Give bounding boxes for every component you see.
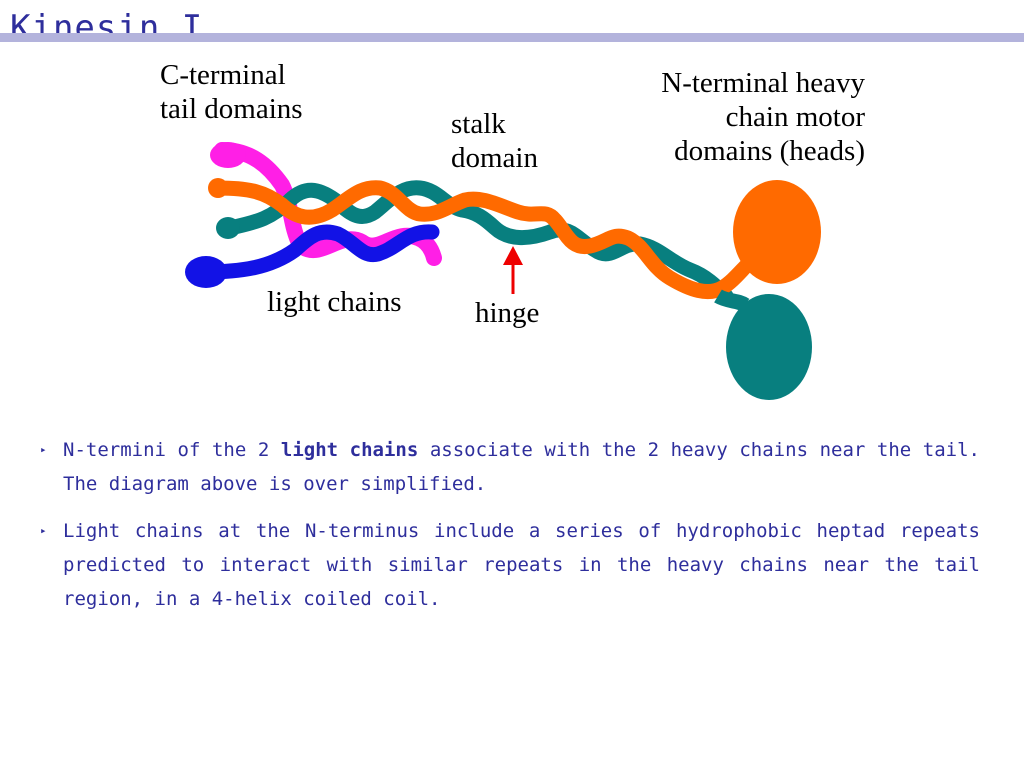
- blue-light-chain: [197, 224, 440, 280]
- c-terminal-label: C-terminal tail domains: [160, 59, 303, 125]
- bullet-marker-icon: ▸: [40, 524, 47, 537]
- bullet-list: ▸ N-termini of the 2 light chains associ…: [40, 433, 980, 629]
- orange-motor-head: [733, 180, 821, 284]
- magenta-tail-end: [210, 142, 246, 168]
- hinge-label: hinge: [475, 297, 540, 329]
- hinge-arrow: [503, 246, 523, 294]
- kinesin-diagram: [185, 142, 821, 400]
- orange-heavy-chain: [210, 180, 756, 300]
- blue-tail-end: [185, 256, 227, 288]
- bullet-marker-icon: ▸: [40, 443, 47, 456]
- teal-neck: [714, 289, 750, 312]
- light-chains-label: light chains: [267, 286, 402, 318]
- orange-tail-end: [208, 178, 228, 198]
- n-terminal-label: N-terminal heavy chain motor domains (he…: [661, 67, 865, 167]
- teal-tail-end: [216, 217, 240, 239]
- title-underline: [0, 33, 1024, 42]
- stalk-domain-label: stalk domain: [451, 108, 538, 174]
- teal-motor-head: [726, 294, 812, 400]
- bullet-item: ▸ N-termini of the 2 light chains associ…: [40, 433, 980, 501]
- bullet-item: ▸ Light chains at the N-terminus include…: [40, 514, 980, 616]
